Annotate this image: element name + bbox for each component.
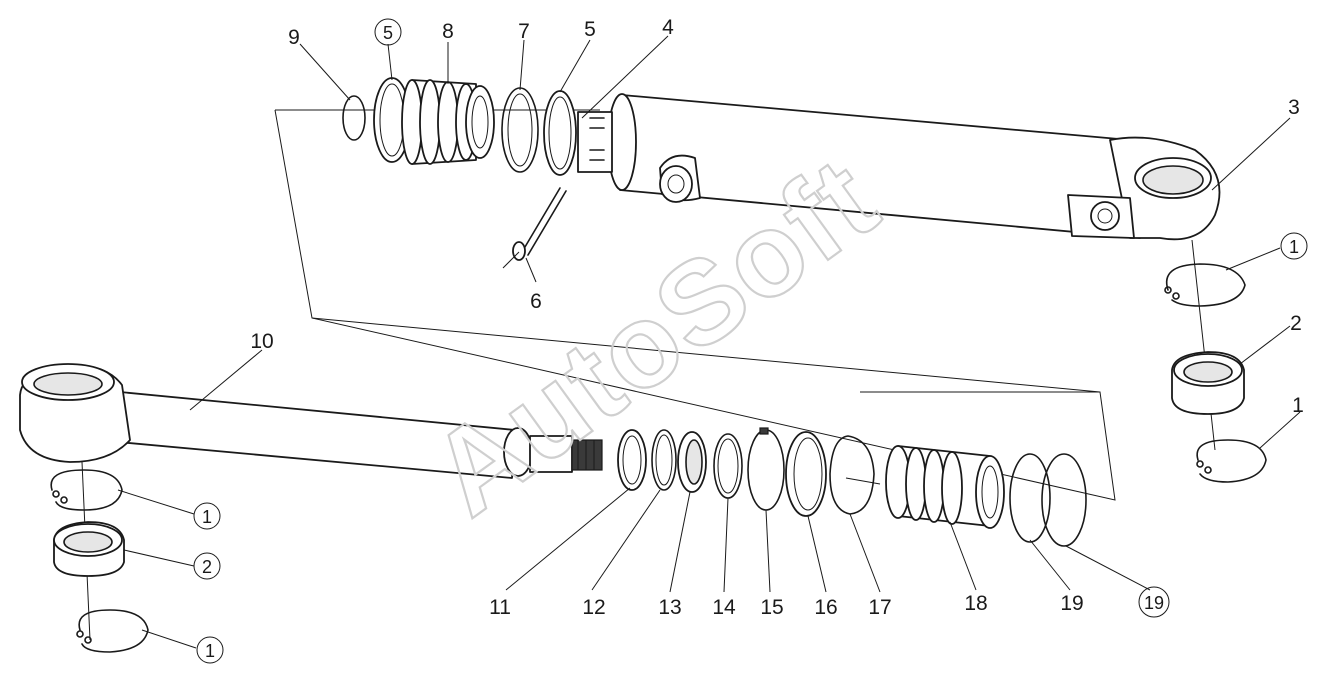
callout-1a: 1: [1289, 237, 1299, 257]
callout-5-circled: 5: [383, 23, 393, 43]
callout-5-circle: [374, 18, 402, 46]
callout-1a-circle: [1280, 232, 1308, 260]
callout-19: 19: [1060, 592, 1083, 615]
callout-1d: 1: [205, 641, 215, 661]
o-ring-9: [342, 95, 366, 141]
right-bushing-stack: [1164, 239, 1267, 483]
callout-6: 6: [530, 290, 542, 313]
callout-2b: 2: [202, 557, 212, 577]
seal-7: [501, 87, 539, 173]
callout-labels: 9 5 8 7 5 4 3 6 1 2 1 10 1 2 1 11 12 13 …: [193, 16, 1308, 664]
callout-12: 12: [582, 596, 605, 619]
callout-19-circled: 19: [1144, 593, 1164, 613]
callout-14: 14: [712, 596, 736, 619]
callout-16: 16: [814, 596, 837, 619]
callout-7: 7: [518, 20, 530, 43]
callout-8: 8: [442, 20, 454, 43]
callout-2a: 2: [1290, 312, 1302, 335]
callout-15: 15: [760, 596, 783, 619]
callout-1c: 1: [202, 507, 212, 527]
cylinder-barrel: [577, 93, 1221, 241]
piston-rod: [19, 363, 603, 479]
callout-11: 11: [489, 596, 511, 619]
callout-1d-circle: [196, 636, 224, 664]
pin-6: [502, 187, 567, 269]
head-seal-stack: [342, 77, 577, 176]
callout-5: 5: [584, 18, 596, 41]
callout-17: 17: [868, 596, 891, 619]
callout-9: 9: [288, 26, 300, 49]
callout-19-circle: [1138, 586, 1170, 618]
callout-18: 18: [964, 592, 987, 615]
callout-2b-circle: [193, 552, 221, 580]
callout-13: 13: [658, 596, 681, 619]
callout-3: 3: [1288, 96, 1300, 119]
callout-1b: 1: [1292, 394, 1304, 417]
callout-4: 4: [662, 16, 674, 39]
callout-10: 10: [250, 330, 273, 353]
piston-seal-stack: [617, 427, 1087, 547]
leader-lines: [117, 35, 1301, 649]
left-bushing-stack: [50, 461, 149, 653]
callout-1c-circle: [193, 502, 221, 530]
